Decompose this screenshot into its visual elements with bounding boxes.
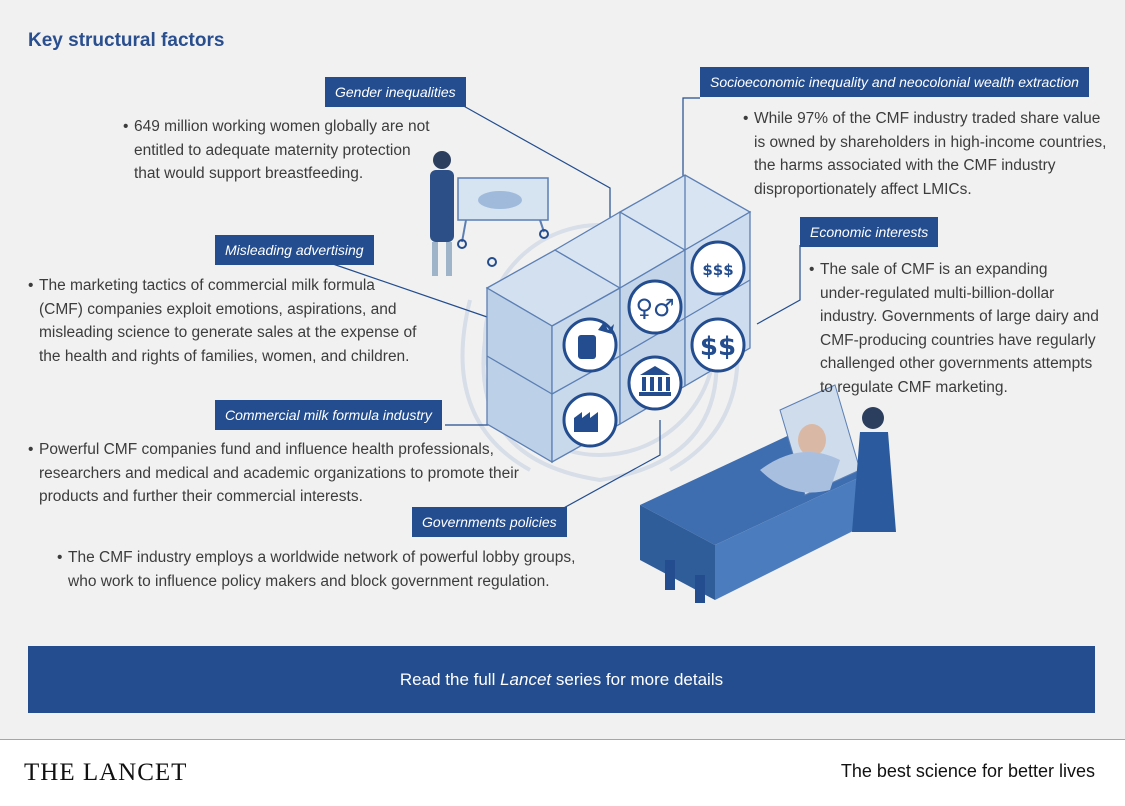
milk-bottle-icon (562, 317, 618, 373)
lancet-logo[interactable]: THE LANCET (24, 759, 188, 786)
bullet-line: under-regulated multi-billion-dollar (820, 284, 1055, 302)
bullet-dot: • (743, 110, 749, 127)
bullet-line: who work to influence policy makers and … (68, 572, 550, 590)
bullet-gender: • 649 million working women globally are… (123, 115, 430, 186)
cta-suffix: series for more details (551, 670, 724, 689)
label-gender-inequalities: Gender inequalities (325, 77, 466, 107)
government-building-icon (627, 355, 683, 411)
bullet-line: researchers and medical and academic org… (39, 464, 519, 482)
footer (0, 740, 1125, 806)
bullet-misleading: • The marketing tactics of commercial mi… (28, 274, 417, 368)
footer-divider (0, 739, 1125, 740)
hospital-bed-illustration (640, 384, 896, 603)
bullet-line: to regulate CMF marketing. (820, 378, 1008, 396)
page-title: Key structural factors (28, 30, 225, 51)
bullet-line: CMF-producing countries have regularly (820, 331, 1096, 349)
bullet-line: 649 million working women globally are n… (134, 118, 430, 135)
bullet-line: The marketing tactics of commercial milk… (39, 277, 375, 294)
bullet-industry: • Powerful CMF companies fund and influe… (28, 438, 519, 509)
bullet-dot: • (28, 441, 34, 458)
bullet-line: The CMF industry employs a worldwide net… (68, 549, 576, 566)
bullet-dot: • (123, 118, 129, 135)
factory-icon (562, 392, 618, 448)
label-government-policies: Governments policies (412, 507, 567, 537)
label-misleading-advertising: Misleading advertising (215, 235, 374, 265)
bullet-line: Powerful CMF companies fund and influenc… (39, 441, 494, 458)
bullet-socioeconomic: • While 97% of the CMF industry traded s… (743, 107, 1107, 201)
label-cmf-industry: Commercial milk formula industry (215, 400, 442, 430)
bullet-line: disproportionately affect LMICs. (754, 180, 972, 198)
svg-text:♀♂: ♀♂ (635, 294, 674, 322)
svg-text:$$: $$ (700, 332, 736, 362)
gender-symbols-icon: ♀♂ (627, 279, 683, 335)
money-bags-icon: $$$ (690, 240, 746, 296)
bullet-line: the harms associated with the CMF indust… (754, 157, 1056, 174)
bullet-line: the health and rights of families, women… (39, 347, 410, 365)
cta-emphasis: Lancet (500, 670, 552, 689)
bullet-line: The sale of CMF is an expanding (820, 261, 1048, 278)
footer-tagline: The best science for better lives (840, 761, 1095, 781)
bullet-line: While 97% of the CMF industry traded sha… (754, 110, 1101, 127)
bullet-line: entitled to adequate maternity protectio… (134, 141, 411, 159)
svg-text:$$$: $$$ (702, 261, 733, 279)
leader-lines (329, 97, 801, 511)
bullet-government: • The CMF industry employs a worldwide n… (57, 546, 576, 593)
bullet-line: that would support breastfeeding. (134, 165, 364, 182)
bullet-line: is owned by shareholders in high-income … (754, 133, 1107, 151)
bullet-economic: • The sale of CMF is an expanding under-… (809, 258, 1099, 399)
bullet-dot: • (57, 549, 63, 566)
bullet-line: (CMF) companies exploit emotions, aspira… (39, 300, 397, 318)
bullet-dot: • (809, 261, 815, 278)
bullet-dot: • (28, 277, 34, 294)
read-series-button[interactable]: Read the full Lancet series for more det… (28, 646, 1095, 713)
bullet-line: misleading science to generate sales at … (39, 324, 417, 341)
cta-prefix: Read the full (399, 670, 501, 689)
illustration: ♀♂ $$$ $$ (329, 97, 896, 603)
label-socioeconomic-inequality: Socioeconomic inequality and neocolonial… (700, 67, 1089, 97)
bullet-line: challenged other governments attempts (820, 355, 1093, 372)
label-economic-interests: Economic interests (800, 217, 939, 247)
bullet-line: industry. Governments of large dairy and (820, 308, 1099, 325)
nurse-with-cot-illustration (430, 151, 549, 276)
dollar-icon: $$ (690, 317, 746, 373)
bullet-line: products and further their commercial in… (39, 488, 363, 505)
